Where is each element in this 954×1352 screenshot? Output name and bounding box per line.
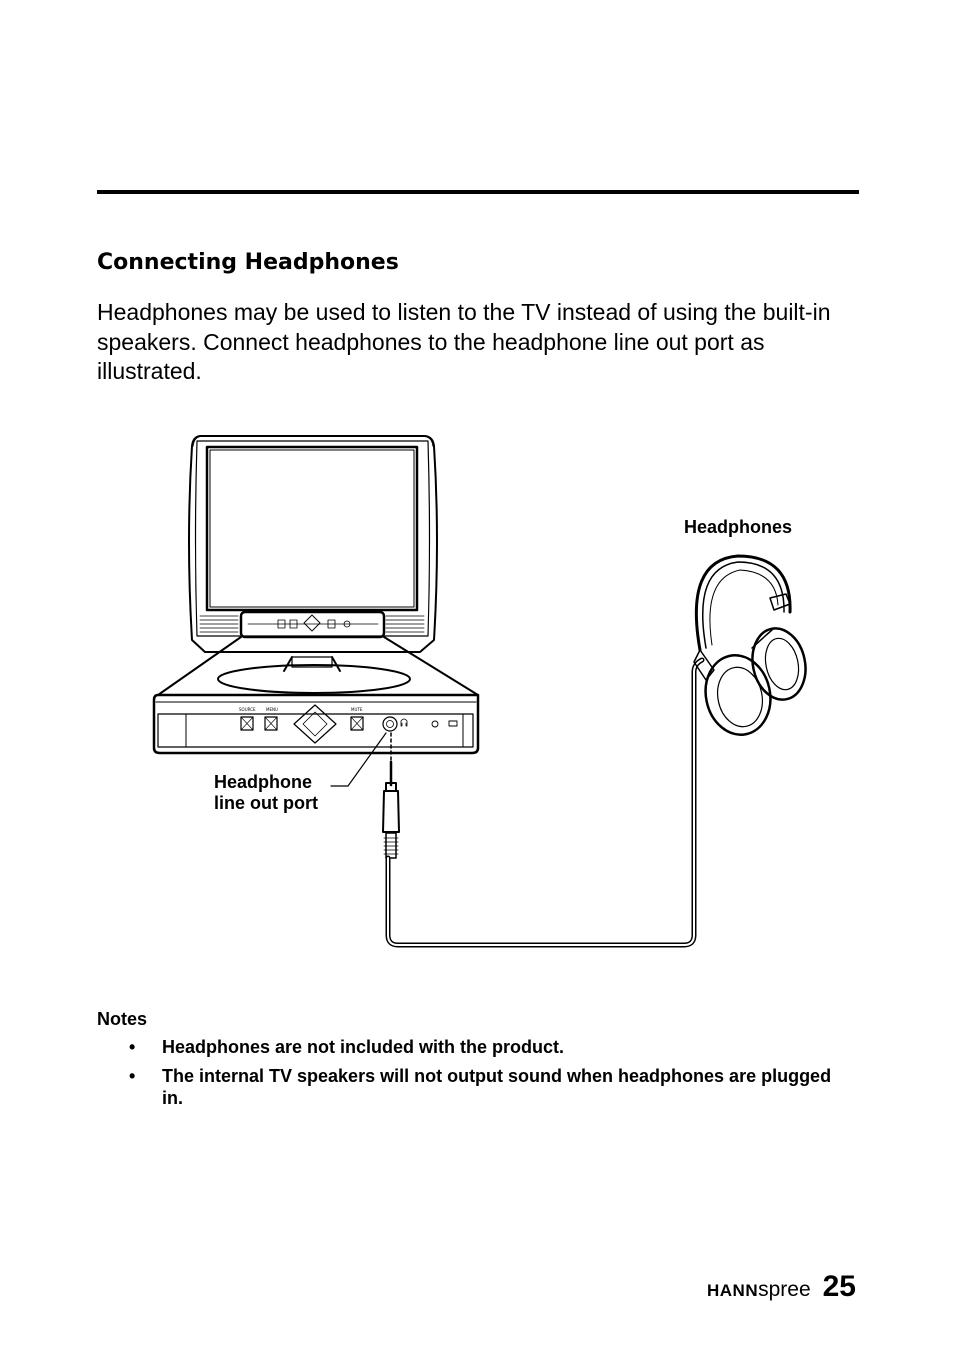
headphone-cable (385, 657, 705, 948)
note-item: • Headphones are not included with the p… (97, 1036, 857, 1058)
bullet: • (129, 1037, 136, 1057)
bullet: • (129, 1066, 136, 1086)
label-headphone-port: Headphone line out port (214, 772, 318, 813)
brand-logo-light: spree (758, 1278, 811, 1301)
page-footer: HANN spree 25 (707, 1270, 856, 1304)
intro-paragraph: Headphones may be used to listen to the … (97, 299, 831, 384)
section-title: Connecting Headphones (97, 250, 399, 275)
page-number: 25 (822, 1270, 856, 1303)
headphone-connection-diagram: SOURCE MENU MUTE (152, 435, 807, 948)
headphones-illustration (693, 554, 807, 736)
tv-front-panel-enlarged: SOURCE MENU MUTE (152, 693, 480, 755)
panel-label-menu: MENU (266, 707, 278, 712)
brand-logo-bold: HANN (706, 1281, 759, 1300)
headphone-plug (382, 760, 400, 859)
label-headphones: Headphones (684, 517, 793, 537)
tv-illustration (157, 435, 479, 696)
panel-label-mute: MUTE (351, 707, 363, 712)
note-text: Headphones are not included with the pro… (162, 1037, 565, 1057)
notes-list: • Headphones are not included with the p… (97, 1036, 857, 1116)
top-rule (97, 190, 859, 194)
note-text: The internal TV speakers will not output… (162, 1066, 832, 1108)
note-item: • The internal TV speakers will not outp… (97, 1065, 857, 1109)
notes-title: Notes (97, 1009, 148, 1029)
panel-label-source: SOURCE (239, 707, 256, 712)
